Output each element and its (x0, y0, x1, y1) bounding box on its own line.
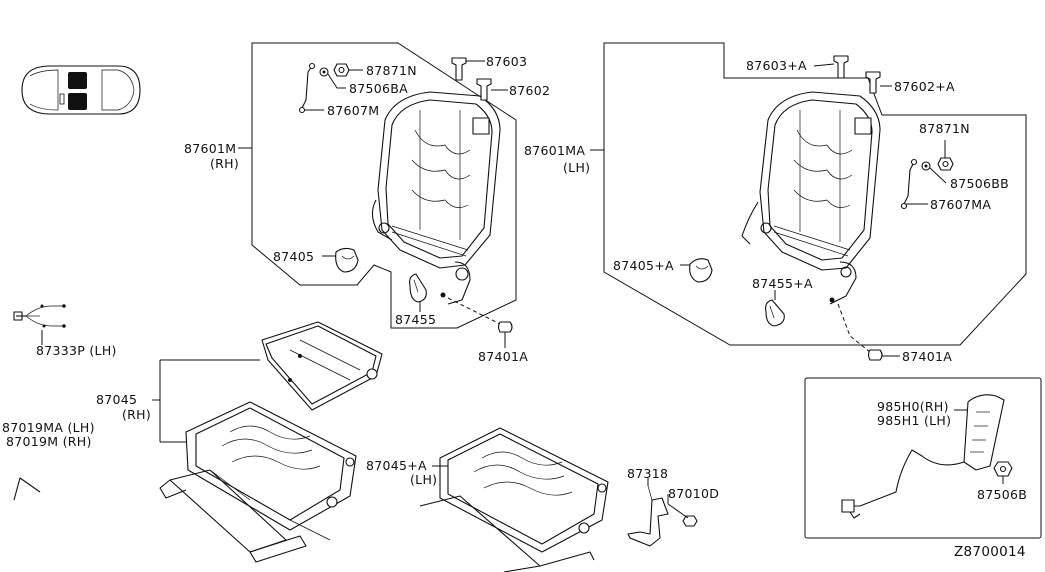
bolt-87602A-icon (865, 71, 881, 94)
label-87601M: 87601M (184, 141, 236, 156)
wire-87019M-icon (13, 477, 41, 501)
label-985H1: 985H1 (LH) (877, 413, 951, 428)
grommet-87506BB-icon (921, 161, 931, 171)
label-rh-2: (RH) (122, 407, 151, 422)
clip-87871N-right-icon (937, 157, 954, 171)
seatback-rh-outline (251, 42, 517, 329)
cushion-frame-87045A-lh-icon (419, 427, 609, 572)
bolt-87603A-icon (833, 55, 849, 79)
label-87603: 87603 (486, 54, 527, 69)
clip-87455-icon (409, 273, 427, 303)
label-lh-2: (LH) (410, 472, 437, 487)
grommet-87506B-icon (993, 461, 1013, 484)
bracket-87318-icon (627, 478, 669, 547)
label-87045: 87045 (96, 392, 137, 407)
rod-87607MA-icon (900, 158, 918, 210)
label-87607MA: 87607MA (930, 197, 991, 212)
label-87871N-right: 87871N (919, 121, 970, 136)
label-87506BB: 87506BB (950, 176, 1009, 191)
seatback-lh-outline (603, 42, 1027, 346)
fastener-87401A-left-icon (447, 297, 513, 348)
bolt-87603-icon (451, 57, 467, 81)
clip-87455A-icon (765, 299, 785, 327)
cushion-pan-87045-icon (261, 321, 383, 411)
seat-switch-985H0-icon (841, 394, 1005, 519)
label-87019M: 87019M (RH) (6, 434, 92, 449)
label-87455: 87455 (395, 312, 436, 327)
leader-87045 (152, 359, 260, 443)
switch-box-outline (804, 377, 1042, 539)
fastener-87401A-right-icon (837, 303, 883, 361)
label-87045A: 87045+A (366, 458, 427, 473)
bolt-87010D-icon (667, 494, 698, 527)
label-87318: 87318 (627, 466, 668, 481)
cushion-frame-87045-rh-icon (159, 401, 357, 563)
label-lh-1: (LH) (563, 160, 590, 175)
clip-87405-icon (335, 247, 359, 273)
label-87401A-right: 87401A (902, 349, 952, 364)
label-87607M: 87607M (327, 103, 379, 118)
clip-87405A-icon (689, 258, 713, 283)
label-87601MA: 87601MA (524, 143, 585, 158)
clip-87871N-icon (333, 63, 350, 77)
label-87455A: 87455+A (752, 276, 813, 291)
diagram-code: Z8700014 (954, 544, 1026, 560)
leader-lines-left (238, 60, 508, 312)
label-87333P: 87333P (LH) (36, 343, 117, 358)
rod-87607M-icon (298, 62, 316, 114)
label-87010D: 87010D (668, 486, 719, 501)
label-87506BA: 87506BA (349, 81, 408, 96)
bolt-87602-icon (476, 78, 492, 101)
label-985H0: 985H0(RH) (877, 399, 949, 414)
seatback-frame-lh (741, 91, 881, 305)
vehicle-location-icon (21, 65, 141, 115)
leader-lines-right (590, 63, 947, 357)
label-87405: 87405 (273, 249, 314, 264)
label-87506B: 87506B (977, 487, 1027, 502)
label-87871N: 87871N (366, 63, 417, 78)
label-87602A: 87602+A (894, 79, 955, 94)
label-87603A: 87603+A (746, 58, 807, 73)
harness-87333P-icon (13, 304, 66, 345)
label-rh-1: (RH) (210, 156, 239, 171)
seatback-frame-rh (371, 91, 501, 305)
label-87401A-left: 87401A (478, 349, 528, 364)
label-87602: 87602 (509, 83, 550, 98)
grommet-87506BA-icon (319, 67, 329, 77)
label-87019MA: 87019MA (LH) (2, 420, 95, 435)
label-87405A: 87405+A (613, 258, 674, 273)
